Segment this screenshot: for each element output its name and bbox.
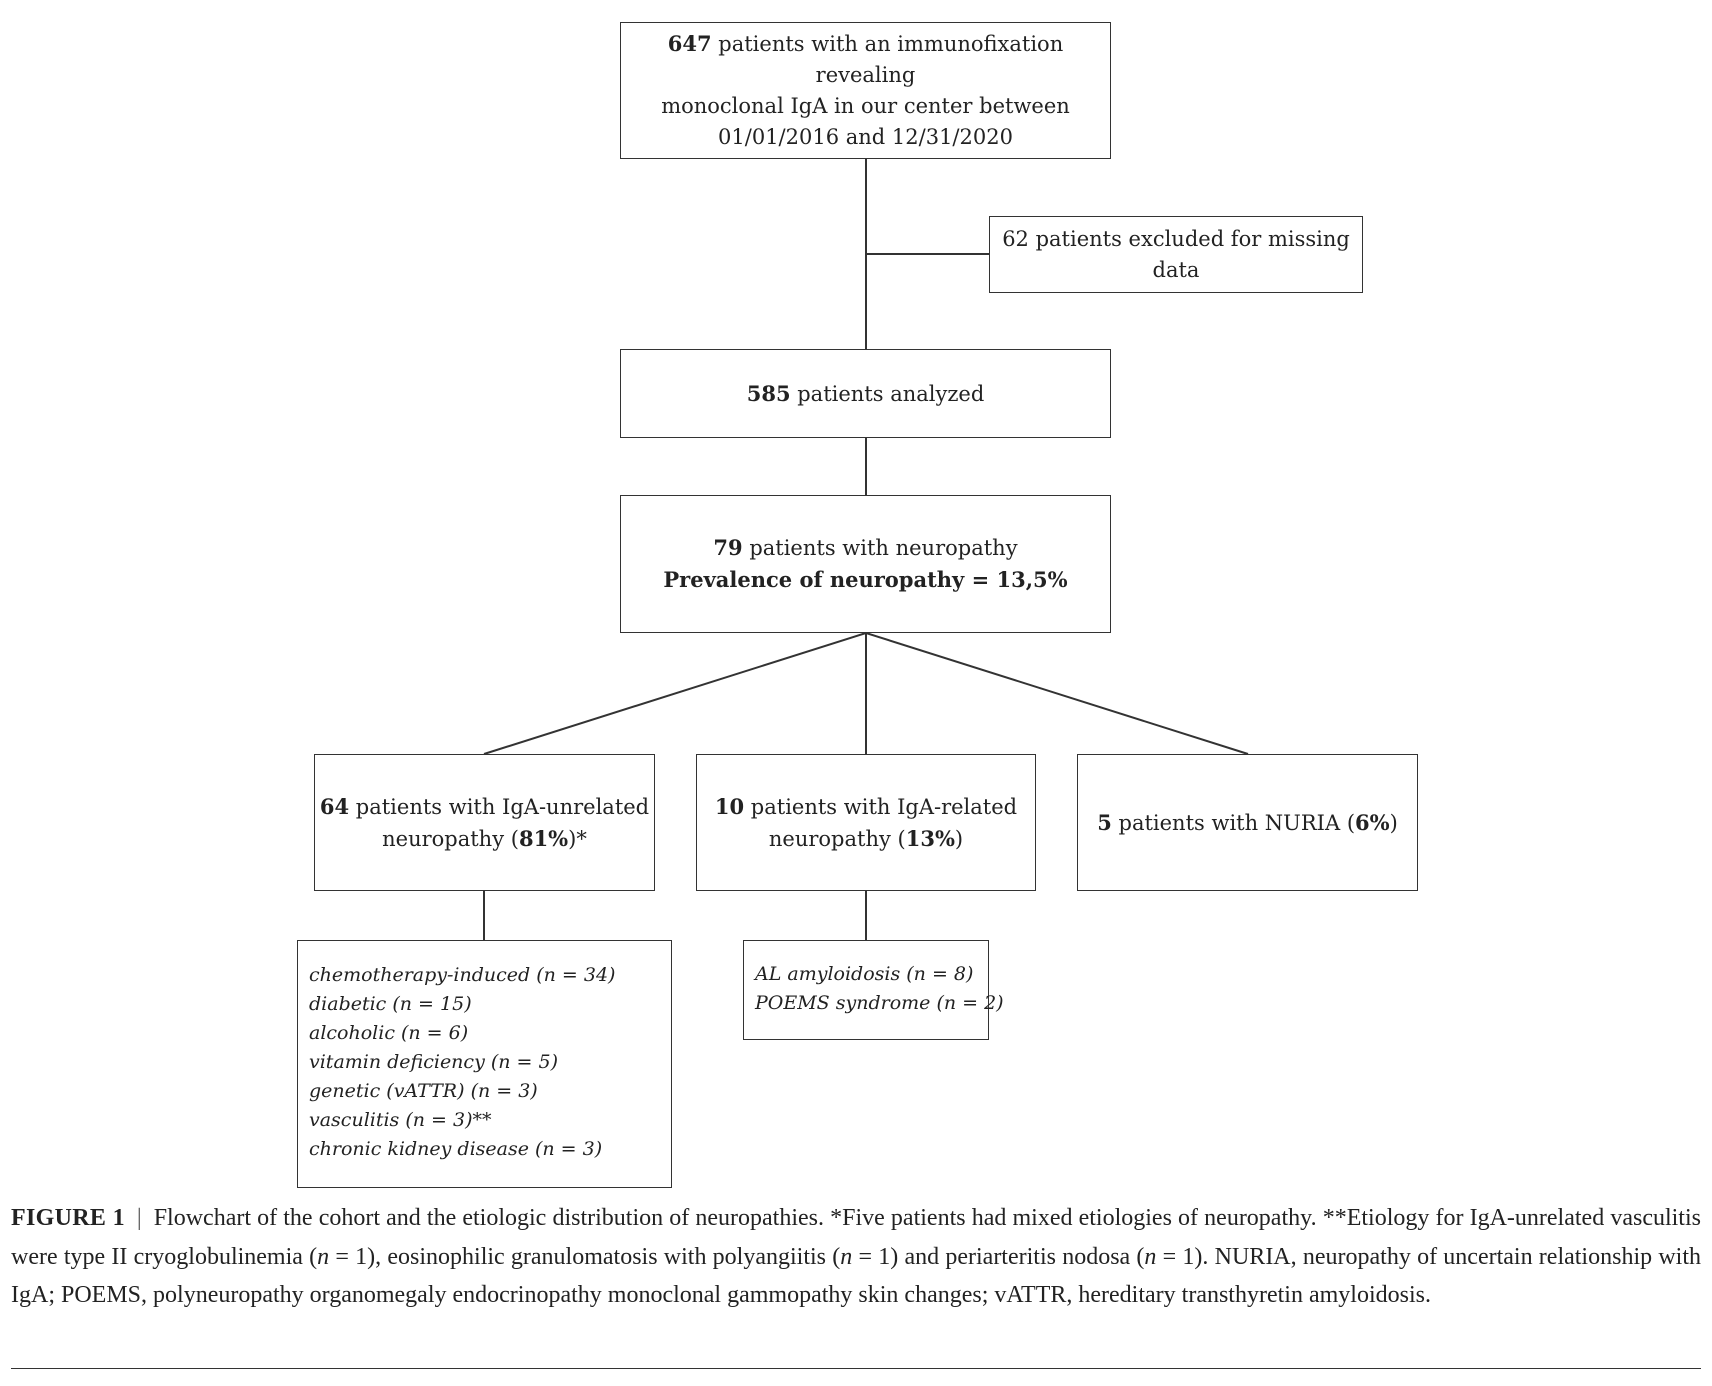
related-count: 10 — [714, 793, 745, 819]
nuria-count: 5 — [1097, 809, 1112, 835]
cause-item: alcoholic (n = 6) — [309, 1022, 469, 1044]
cause-item: AL amyloidosis (n = 8) — [755, 963, 974, 985]
excluded-line1: 62 patients excluded for missing — [1002, 226, 1350, 251]
caption-text-1: Flowchart of the cohort and the etiologi… — [11, 1205, 1701, 1270]
start-line2: monoclonal IgA in our center between — [661, 94, 1070, 118]
related-percent: 13% — [905, 825, 955, 851]
igA-related-box: 10 patients with IgA-related neuropathy … — [696, 754, 1036, 891]
unrelated-line1: patients with IgA-unrelated — [349, 794, 650, 819]
cause-item: genetic (vATTR) (n = 3) — [309, 1080, 538, 1102]
figure-caption: FIGURE 1 |Flowchart of the cohort and the… — [11, 1199, 1701, 1315]
cause-item: vitamin deficiency (n = 5) — [309, 1051, 558, 1073]
unrelated-causes-box: chemotherapy-induced (n = 34) diabetic (… — [297, 940, 672, 1188]
neuropathy-text: patients with neuropathy — [742, 536, 1018, 560]
bottom-rule — [11, 1368, 1701, 1369]
excluded-line2: data — [1152, 257, 1200, 282]
line-neuropathy-to-unrelated — [483, 632, 867, 755]
neuropathy-box: 79 patients with neuropathy Prevalence o… — [620, 495, 1111, 633]
cause-item: diabetic (n = 15) — [309, 993, 472, 1015]
nuria-text-pre: patients with NURIA ( — [1111, 810, 1356, 835]
line-neuropathy-to-nuria — [865, 632, 1249, 755]
caption-n: n — [317, 1243, 330, 1270]
unrelated-percent: 81% — [518, 825, 569, 851]
start-line3: 01/01/2016 and 12/31/2020 — [718, 125, 1013, 149]
related-line2-pre: neuropathy ( — [768, 826, 906, 851]
cause-item: POEMS syndrome (n = 2) — [755, 992, 1004, 1014]
start-cohort-box: 647 patients with an immunofixation reve… — [620, 22, 1111, 159]
caption-n: n — [1144, 1243, 1157, 1270]
related-line2-post: ) — [954, 826, 964, 851]
caption-text-2: = 1). NURIA, neuropathy of uncertain rel… — [11, 1243, 1702, 1309]
start-count: 647 — [667, 31, 712, 56]
nuria-box: 5 patients with NURIA (6%) — [1077, 754, 1418, 891]
caption-n: n — [840, 1243, 853, 1270]
caption-eq-2: = 1) and periarteritis nodosa ( — [852, 1243, 1145, 1270]
caption-separator: | — [136, 1205, 142, 1231]
analyzed-text: patients analyzed — [790, 381, 985, 406]
related-line1: patients with IgA-related — [744, 794, 1018, 819]
unrelated-line2-pre: neuropathy ( — [382, 826, 519, 851]
cause-item: chemotherapy-induced (n = 34) — [309, 964, 616, 986]
cause-item: chronic kidney disease (n = 3) — [309, 1138, 603, 1160]
igA-unrelated-box: 64 patients with IgA-unrelated neuropath… — [314, 754, 655, 891]
neuropathy-count: 79 — [713, 535, 743, 560]
caption-eq-1: = 1), eosinophilic granulomatosis with p… — [329, 1243, 841, 1270]
cause-item: vasculitis (n = 3)** — [309, 1109, 492, 1131]
nuria-text-post: ) — [1389, 810, 1398, 835]
analyzed-count: 585 — [746, 380, 791, 406]
prevalence-text: Prevalence of neuropathy = 13,5% — [663, 567, 1068, 592]
unrelated-count: 64 — [319, 793, 350, 819]
analyzed-box: 585 patients analyzed — [620, 349, 1111, 438]
start-line1: patients with an immunofixation revealin… — [711, 32, 1064, 87]
nuria-percent: 6% — [1355, 809, 1390, 835]
related-causes-box: AL amyloidosis (n = 8) POEMS syndrome (n… — [743, 940, 1004, 1040]
unrelated-line2-post: )* — [568, 826, 587, 851]
excluded-box: 62 patients excluded for missing data — [989, 216, 1363, 293]
figure-label: FIGURE 1 — [11, 1205, 125, 1231]
